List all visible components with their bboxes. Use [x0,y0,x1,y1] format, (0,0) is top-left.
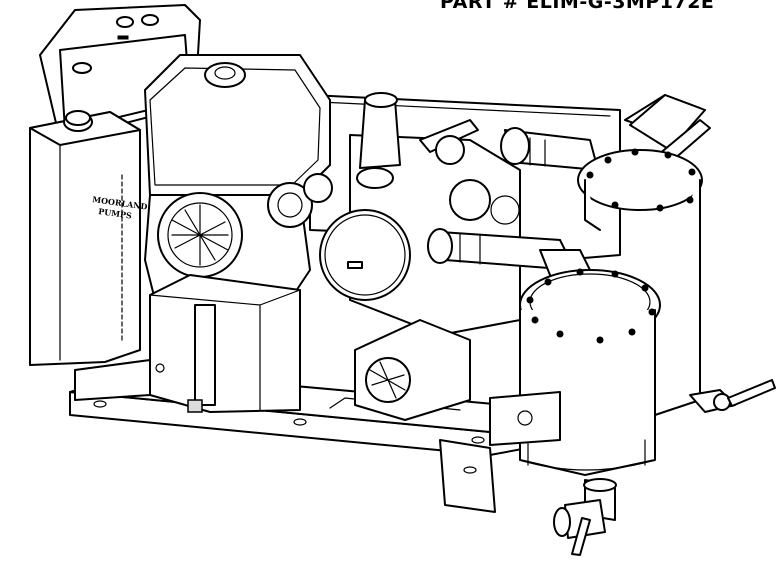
mounting-plate [74,359,561,446]
ball-valve-icon [553,379,776,556]
tank-logo-line2: PUMPS [98,206,133,221]
part-number-label: PART # ELIM-G-3MP172E [440,0,715,13]
filter-canister-icon [519,268,661,476]
vacuum-pump-icon [319,92,521,421]
gas-engine-icon [144,54,333,301]
coolant-tank-icon: MOORLAND PUMPS [29,110,148,366]
battery-icon [149,274,301,413]
